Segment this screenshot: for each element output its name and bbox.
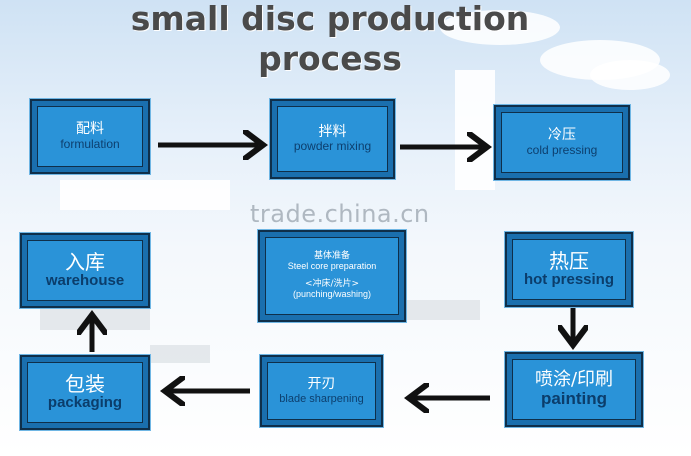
step-hot-pressing-cn: 热压 [549,249,589,274]
step-painting: 喷涂/印刷 painting [505,352,643,427]
step-packaging-en: packaging [47,394,123,412]
step-cold-pressing: 冷压 cold pressing [494,105,630,180]
step-steel-core-en: Steel core preparation [287,261,377,272]
floor-slab [150,345,210,363]
step-formulation: 配料 formulation [30,99,150,174]
step-powder-mixing: 拌料 powder mixing [270,99,395,179]
step-steel-core-en2: (punching/washing) [292,288,372,299]
step-packaging: 包装 packaging [20,355,150,430]
step-hot-pressing: 热压 hot pressing [505,232,633,307]
step-blade-sharpening: 开刃 blade sharpening [260,355,383,427]
step-steel-core-cn2: <冲床/洗片> [304,279,360,289]
floor-slab [400,300,480,320]
step-formulation-en: formulation [60,136,120,151]
building-silhouette [455,70,495,190]
step-formulation-cn: 配料 [76,121,104,138]
step-steel-core-preparation: 基体准备 Steel core preparation <冲床/洗片> (pun… [258,230,406,322]
step-cold-pressing-cn: 冷压 [548,127,576,144]
step-cold-pressing-en: cold pressing [526,142,598,157]
step-hot-pressing-en: hot pressing [523,271,614,289]
step-blade-sharpening-en: blade sharpening [279,392,364,405]
step-warehouse: 入库 warehouse [20,233,150,308]
step-warehouse-cn: 入库 [65,250,105,275]
step-steel-core-cn: 基体准备 [313,251,350,262]
step-blade-sharpening-cn: 开刃 [307,376,336,393]
step-packaging-cn: 包装 [65,372,105,397]
step-powder-mixing-cn: 拌料 [318,123,347,140]
diagram-title-line2: process [258,39,402,78]
step-painting-en: painting [540,389,608,409]
step-warehouse-en: warehouse [45,272,125,290]
cloud [440,10,560,45]
watermark: trade.china.cn [250,200,430,228]
diagram-title-line1: small disc production [130,0,530,38]
cloud [590,60,670,90]
building-silhouette [60,180,230,210]
step-powder-mixing-en: powder mixing [293,139,372,154]
step-painting-cn: 喷涂/印刷 [534,369,614,391]
